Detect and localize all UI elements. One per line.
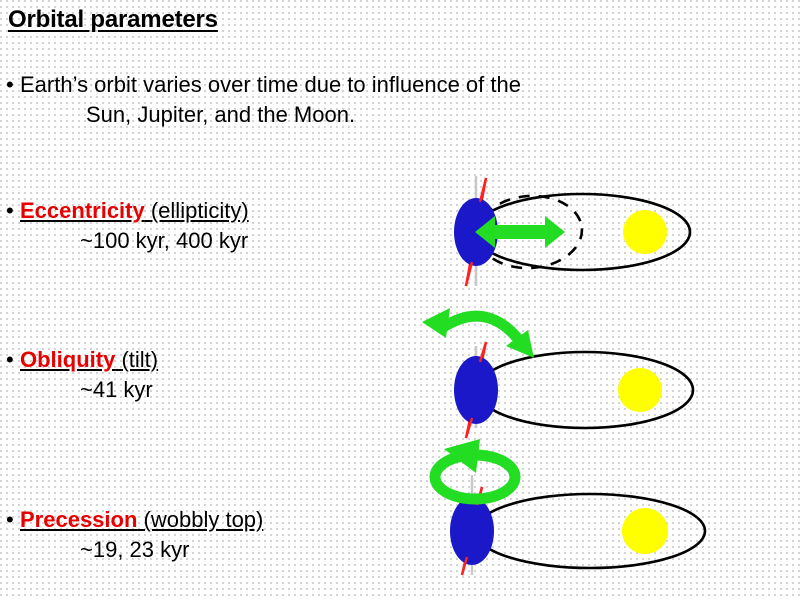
intro-line-1-text: Earth’s orbit varies over time due to in… xyxy=(20,72,521,97)
eccentricity-term: Eccentricity xyxy=(20,198,145,223)
parameter-obliquity: •Obliquity (tilt) ~41 kyr xyxy=(6,345,158,405)
sun-body xyxy=(618,368,662,412)
obliquity-arrow xyxy=(422,308,534,358)
page-title: Orbital parameters xyxy=(8,6,218,33)
intro-line-2: Sun, Jupiter, and the Moon. xyxy=(86,102,356,127)
intro-paragraph: •Earth’s orbit varies over time due to i… xyxy=(6,70,521,130)
arrowhead-right xyxy=(506,330,534,358)
bullet-glyph: • xyxy=(6,507,14,532)
sun-body xyxy=(622,508,668,554)
precession-term: Precession xyxy=(20,507,138,532)
precession-period: ~19, 23 kyr xyxy=(80,537,190,562)
parameter-precession: •Precession (wobbly top) ~19, 23 kyr xyxy=(6,505,263,565)
eccentricity-diagram xyxy=(420,160,760,300)
obliquity-period: ~41 kyr xyxy=(80,377,153,402)
orbit-ellipse-solid xyxy=(473,492,707,570)
earth-body xyxy=(450,497,494,565)
eccentricity-gloss-text: (ellipticity) xyxy=(150,198,249,223)
eccentricity-heading: •Eccentricity (ellipticity) xyxy=(6,196,249,226)
obliquity-term: Obliquity xyxy=(20,347,116,372)
earth-body xyxy=(454,356,498,424)
bullet-glyph: • xyxy=(6,198,14,223)
obliquity-gloss-text: (tilt) xyxy=(121,347,159,372)
obliquity-heading: •Obliquity (tilt) xyxy=(6,345,158,375)
arrowhead-loop xyxy=(444,439,480,473)
earth-axis-tip-bottom xyxy=(464,417,474,439)
sun-body xyxy=(623,210,667,254)
precession-gloss-text: (wobbly top) xyxy=(143,507,264,532)
eccentricity-period: ~100 kyr, 400 kyr xyxy=(80,228,249,253)
precession-arrow xyxy=(429,439,521,505)
precession-diagram xyxy=(400,435,760,600)
bullet-glyph: • xyxy=(6,72,14,97)
obliquity-diagram xyxy=(410,300,760,450)
arrowhead-left xyxy=(422,308,450,338)
orbit-ellipse-dashed xyxy=(476,194,584,270)
intro-line-1: •Earth’s orbit varies over time due to i… xyxy=(6,70,521,100)
precession-heading: •Precession (wobbly top) xyxy=(6,505,263,535)
earth-axis-tip-top xyxy=(478,177,488,203)
bullet-glyph: • xyxy=(6,347,14,372)
earth-axis-tip-top xyxy=(478,341,488,363)
parameter-eccentricity: •Eccentricity (ellipticity) ~100 kyr, 40… xyxy=(6,196,249,256)
eccentricity-arrow xyxy=(475,216,565,248)
earth-axis-tip-bottom xyxy=(464,261,474,287)
earth-axis-tip-bottom xyxy=(460,556,469,576)
